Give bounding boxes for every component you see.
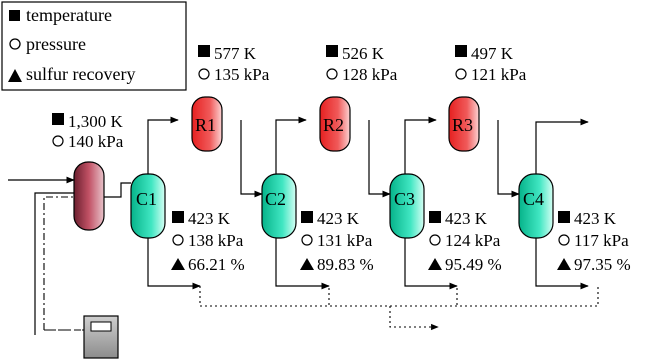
reactor-pressure: 128 kPa (342, 65, 398, 84)
condenser-pressure-icon (301, 234, 313, 246)
condenser-recovery: 89.83 % (317, 255, 374, 274)
reactor-temp-icon (198, 45, 210, 57)
condenser-recovery-icon (428, 258, 442, 270)
reactor-temp: 526 K (342, 44, 385, 63)
furnace-pressure: 140 kPa (68, 132, 124, 151)
pipe-c3-r3 (404, 116, 437, 174)
legend: temperature pressure sulfur recovery (1, 1, 187, 91)
reactor-vessel (448, 96, 480, 152)
condenser-pressure: 117 kPa (574, 231, 629, 250)
condenser-label: C4 (523, 189, 544, 209)
reactor-label: R3 (452, 115, 473, 135)
condenser-label: C3 (394, 189, 415, 209)
reactor-label: R2 (323, 115, 344, 135)
process-piping (104, 116, 589, 198)
feed-line-solid (34, 192, 74, 335)
recovery-triangle-icon (8, 69, 22, 82)
analyzer-unit (83, 315, 119, 359)
condenser-recovery: 97.35 % (574, 255, 631, 274)
condenser-c3: C3 423 K 124 kPa 95.49 % (389, 173, 502, 274)
condenser-pressure: 124 kPa (445, 231, 501, 250)
condenser-recovery-icon (171, 258, 185, 270)
reactor-r3: R3 497 K 121 kPa (448, 44, 527, 152)
condenser-c4: C4 423 K 117 kPa 97.35 % (518, 173, 631, 274)
furnace: 1,300 K 140 kPa (52, 112, 124, 231)
condenser-pressure-icon (558, 234, 570, 246)
condenser-pressure: 138 kPa (188, 231, 244, 250)
drain-c2 (275, 238, 330, 290)
sulfur-drains (147, 238, 599, 331)
furnace-vessel (73, 161, 105, 231)
drain-c3 (404, 238, 458, 290)
analyzer-box (83, 315, 119, 359)
condenser-temp-icon (429, 211, 441, 223)
condenser-temp: 423 K (445, 209, 488, 228)
furnace-temp: 1,300 K (68, 112, 124, 131)
reactor-temp: 577 K (214, 44, 257, 63)
reactor-temp-icon (455, 45, 467, 57)
reactor-pressure: 135 kPa (214, 65, 270, 84)
furnace-pressure-icon (52, 135, 64, 147)
feed-line-dashdot (43, 196, 74, 330)
temperature-square-icon (9, 10, 20, 21)
condenser-c1: C1 423 K 138 kPa 66.21 % (130, 173, 245, 274)
drain-c1 (147, 238, 201, 290)
condenser-vessel (130, 173, 166, 239)
condenser-temp: 423 K (188, 209, 231, 228)
condenser-recovery: 95.49 % (445, 255, 502, 274)
reactor-pressure-icon (326, 68, 338, 80)
condenser-temp-icon (172, 211, 184, 223)
sulfur-collection-header (199, 286, 599, 307)
analyzer-screen (90, 321, 112, 332)
reactor-pressure-icon (198, 68, 210, 80)
pipe-c2-r2 (275, 116, 307, 174)
reactor-vessel (191, 96, 223, 152)
condenser-label: C1 (136, 189, 157, 209)
condenser-vessel (261, 173, 297, 239)
pipe-r2-c3 (368, 120, 391, 198)
reactor-temp-icon (326, 45, 338, 57)
legend-sulfur-recovery: sulfur recovery (26, 64, 135, 84)
pipe-r3-c4 (497, 120, 520, 198)
condenser-recovery: 66.21 % (188, 255, 245, 274)
legend-temperature: temperature (26, 5, 112, 25)
legend-pressure: pressure (26, 34, 86, 54)
condenser-label: C2 (265, 189, 286, 209)
reactor-pressure: 121 kPa (471, 65, 527, 84)
condenser-vessel (518, 173, 554, 239)
condenser-recovery-icon (557, 258, 571, 270)
pressure-circle-icon (9, 38, 21, 50)
condenser-pressure-icon (429, 234, 441, 246)
furnace-temp-icon (52, 113, 64, 125)
sulfur-product-arrow (389, 306, 439, 331)
pipe-furnace-c1 (104, 182, 131, 198)
reactor-vessel (319, 96, 351, 152)
condenser-temp-icon (558, 211, 570, 223)
reactor-pressure-icon (455, 68, 467, 80)
pipe-c1-r1 (147, 116, 179, 174)
pipe-c4-out (535, 118, 589, 174)
condenser-temp-icon (301, 211, 313, 223)
reactor-r1: R1 577 K 135 kPa (191, 44, 270, 152)
condenser-pressure: 131 kPa (317, 231, 373, 250)
reactor-label: R1 (195, 115, 216, 135)
reactor-temp: 497 K (471, 44, 514, 63)
condenser-temp: 423 K (574, 209, 617, 228)
condenser-c2: C2 423 K 131 kPa 89.83 % (261, 173, 374, 274)
condenser-pressure-icon (172, 234, 184, 246)
feed-lines (8, 176, 84, 335)
pipe-r1-c2 (240, 120, 263, 198)
legend-box (1, 1, 187, 91)
condenser-vessel (389, 173, 425, 239)
condenser-temp: 423 K (317, 209, 360, 228)
drain-c4 (535, 238, 589, 290)
condenser-recovery-icon (300, 258, 314, 270)
reactor-r2: R2 526 K 128 kPa (319, 44, 398, 152)
